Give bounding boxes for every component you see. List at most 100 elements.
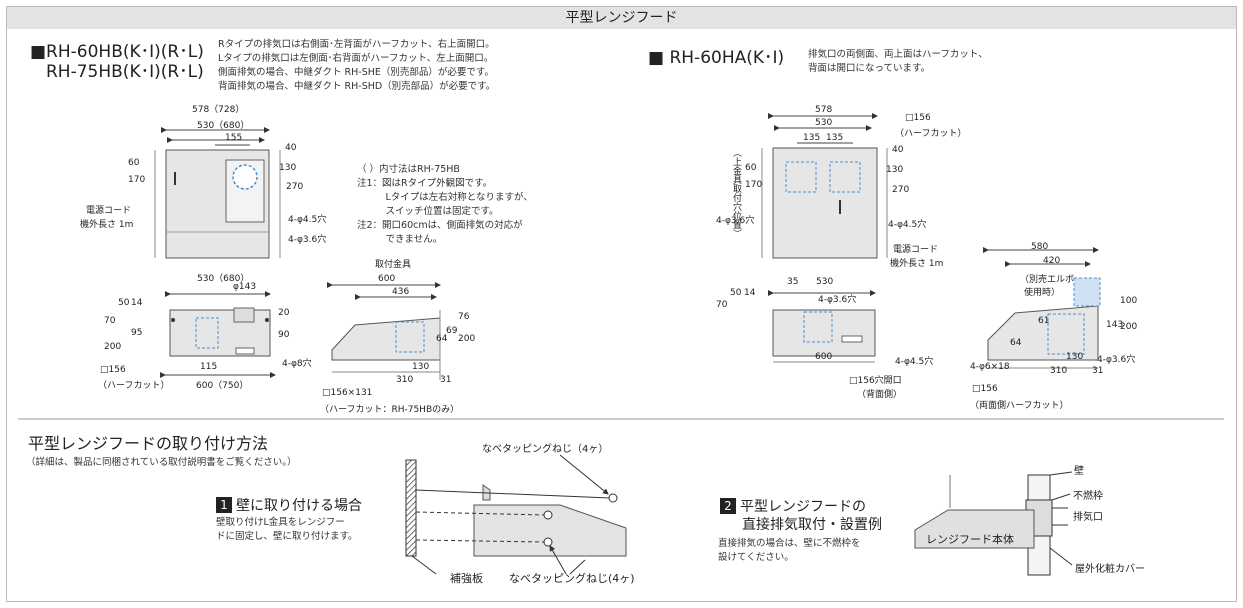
side-dim-436: 436 bbox=[392, 287, 410, 297]
right-note-2: 背面は開口になっています。 bbox=[808, 63, 931, 74]
install-heading: 平型レンジフードの取り付け方法 bbox=[28, 434, 269, 453]
r-side-half2: （両面側ハーフカット） bbox=[970, 401, 1069, 411]
step2-title-2: 直接排気取付・設置例 bbox=[742, 517, 882, 533]
left-side-view bbox=[327, 282, 441, 380]
step2-desc-1: 直接排気の場合は、壁に不燃枠を bbox=[718, 538, 861, 549]
r-dim-40: 40 bbox=[892, 145, 904, 155]
r-side-dim-580: 580 bbox=[1031, 242, 1049, 252]
dim-60: 60 bbox=[128, 158, 140, 168]
install-subheading: （詳細は、製品に同梱されている取付説明書をご覧ください。） bbox=[26, 457, 297, 468]
r-half-label: （ハーフカット） bbox=[895, 129, 967, 139]
top-dim-143: φ143 bbox=[233, 282, 257, 292]
r-side-dim-200: 200 bbox=[1120, 322, 1138, 332]
side-cut-label: □156×131 bbox=[322, 388, 373, 398]
model-rh60ha: ■ RH-60HA(K･I) bbox=[648, 48, 785, 68]
hole-45-label: 4-φ4.5穴 bbox=[288, 215, 327, 225]
power-cord-label: 電源コード bbox=[86, 206, 132, 216]
r-side-dim-100: 100 bbox=[1120, 296, 1138, 306]
r-elbow2: 使用時） bbox=[1024, 288, 1061, 298]
screw-label-bottom: なべタッピングねじ(4ヶ) bbox=[509, 572, 635, 585]
frame-label: 不燃枠 bbox=[1073, 491, 1103, 502]
r-side-dim-64: 64 bbox=[1010, 338, 1022, 348]
r-dim-170: 170 bbox=[745, 180, 763, 190]
dim-130: 130 bbox=[279, 163, 297, 173]
top-dim-50: 50 bbox=[118, 298, 130, 308]
left-note-2: Lタイプの排気口は左側面･右背面がハーフカット、左上面開口。 bbox=[218, 53, 494, 64]
dim-530: 530（680） bbox=[197, 121, 250, 131]
right-note-1: 排気口の両側面、両上面はハーフカット、 bbox=[808, 49, 988, 60]
step1-title-text: 壁に取り付ける場合 bbox=[236, 498, 362, 514]
r-side-dim-420: 420 bbox=[1043, 256, 1061, 266]
model-rh75hb: RH-75HB(K･I)(R･L) bbox=[46, 62, 204, 82]
r-dim-135b: 135 bbox=[826, 133, 844, 143]
top-dim-600: 600（750） bbox=[196, 381, 249, 391]
hood-body-label: レンジフード本体 bbox=[926, 533, 1014, 546]
right-top-view bbox=[768, 290, 876, 363]
left-note-1: Rタイプの排気口は右側面･左背面がハーフカット、右上面開口。 bbox=[218, 39, 495, 50]
left-note2-4: スイッチ位置は固定です。 bbox=[357, 206, 499, 217]
side-dim-310: 310 bbox=[396, 375, 414, 385]
r-side-hole-36: 4-φ3.6穴 bbox=[1097, 355, 1136, 365]
top-dim-14: 14 bbox=[131, 298, 143, 308]
page-frame bbox=[6, 6, 1237, 602]
r-top-dim-14: 14 bbox=[744, 288, 756, 298]
side-dim-64: 64 bbox=[436, 334, 448, 344]
step1-drawing bbox=[405, 454, 627, 575]
r-top-open2: （背面側） bbox=[857, 390, 903, 400]
cover-label: 屋外化粧カバー bbox=[1075, 564, 1145, 575]
reinforce-label: 補強板 bbox=[450, 572, 483, 585]
r-cord-label: 電源コード bbox=[893, 245, 939, 255]
exhaust-label: 排気口 bbox=[1073, 512, 1103, 523]
side-dim-600: 600 bbox=[378, 274, 396, 284]
page-title: 平型レンジフード bbox=[7, 7, 1236, 29]
r-dim-270: 270 bbox=[892, 185, 910, 195]
r-side-dim-143: 143 bbox=[1106, 320, 1124, 330]
bracket-label: 取付金具 bbox=[375, 260, 412, 270]
r-cord-length: 機外長さ 1m bbox=[890, 259, 944, 269]
dim-170: 170 bbox=[128, 175, 146, 185]
step1-number: 1 bbox=[216, 497, 232, 513]
r-dim-130: 130 bbox=[886, 165, 904, 175]
left-note-4: 背面排気の場合、中継ダクト RH-SHD（別売部品）が必要です。 bbox=[218, 81, 496, 92]
dim-578: 578（728） bbox=[192, 105, 245, 115]
dim-40: 40 bbox=[285, 143, 297, 153]
step2-title-text-1: 平型レンジフードの bbox=[740, 499, 866, 515]
top-dim-115: 115 bbox=[200, 362, 218, 372]
model-rh60hb: ■RH-60HB(K･I)(R･L) bbox=[30, 42, 204, 62]
right-front-view bbox=[761, 113, 888, 259]
r-dim-60: 60 bbox=[745, 163, 757, 173]
top-dim-70: 70 bbox=[104, 316, 116, 326]
side-dim-76: 76 bbox=[458, 312, 470, 322]
r-top-dim-50: 50 bbox=[730, 288, 742, 298]
screw-label-top: なべタッピングねじ（4ヶ） bbox=[482, 444, 609, 455]
r-hole-36: 4-φ3.6穴 bbox=[716, 216, 755, 226]
side-dim-130: 130 bbox=[412, 362, 430, 372]
power-cord-length: 機外長さ 1m bbox=[80, 220, 134, 230]
r-top-dim-600: 600 bbox=[815, 352, 833, 362]
left-note2-5: 注2：開口60cmは、側面排気の対応が bbox=[357, 220, 523, 231]
r-top-open: □156穴開口 bbox=[849, 376, 902, 386]
top-dim-95: 95 bbox=[131, 328, 143, 338]
left-note-3: 側面排気の場合、中継ダクト RH-SHE（別売部品）が必要です。 bbox=[218, 67, 494, 78]
top-dim-20: 20 bbox=[278, 308, 290, 318]
r-top-dim-530: 530 bbox=[816, 277, 834, 287]
left-note2-6: できません。 bbox=[357, 234, 443, 245]
r-side-half: □156 bbox=[972, 384, 998, 394]
r-top-hole-36: 4-φ3.6穴 bbox=[818, 295, 857, 305]
side-cut-note: （ハーフカット：RH-75HBのみ） bbox=[320, 405, 460, 415]
r-dim-530: 530 bbox=[815, 118, 833, 128]
left-note2-3: Lタイプは左右対称となりますが、 bbox=[357, 192, 533, 203]
left-note2-1: （ ）内寸法はRH-75HB bbox=[357, 164, 460, 175]
left-top-view bbox=[160, 291, 276, 378]
top-half-label: （ハーフカット） bbox=[98, 381, 170, 391]
r-side-dim-31: 31 bbox=[1092, 366, 1104, 376]
r-half-156: □156 bbox=[905, 113, 931, 123]
step2-drawing bbox=[914, 471, 1073, 576]
r-side-hole-6: 4-φ6×18 bbox=[970, 362, 1010, 372]
top-dim-200: 200 bbox=[104, 342, 122, 352]
top-hole-8: 4-φ8穴 bbox=[282, 359, 312, 369]
r-vertical-label: （上金具取付穴位置） bbox=[731, 148, 741, 238]
dim-270: 270 bbox=[286, 182, 304, 192]
top-dim-90: 90 bbox=[278, 330, 290, 340]
step2-desc-2: 設けてください。 bbox=[718, 552, 794, 563]
